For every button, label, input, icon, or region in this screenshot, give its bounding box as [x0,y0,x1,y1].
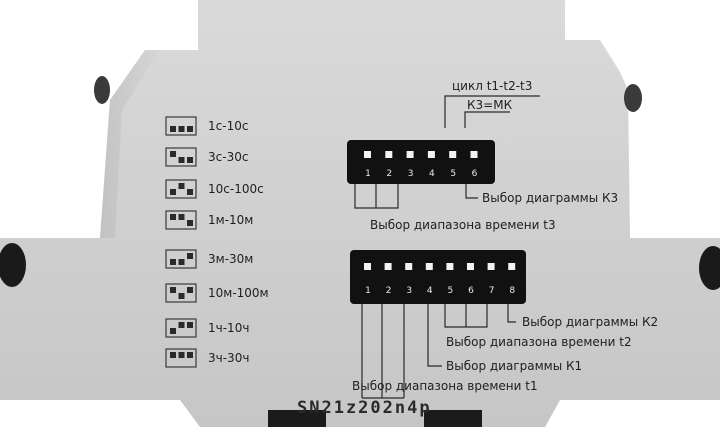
label-range-t3: Выбор диапазона времени t3 [370,218,556,232]
dip-lever [405,263,413,270]
dip-switch-top-levers [364,151,478,158]
dip-position-number: 4 [426,286,433,296]
mounting-hole-left [0,243,26,287]
dip-lever [364,263,371,270]
dip-position-number: 5 [450,169,457,179]
dip-lever [487,263,495,270]
bottom-switch-leader-lines [361,304,516,399]
mounting-hole-right [699,246,720,290]
range-label-1: 1с-10с [208,119,249,133]
label-cycle-t1-t2-t3: цикл t1-t2-t3 [452,79,533,93]
dip-position-number: 2 [386,169,393,179]
legend-dot [187,287,193,293]
dip-lever [427,151,435,158]
dip-lever [508,263,516,270]
dip-lever [364,151,371,158]
dip-lever [406,151,414,158]
dip-lever [470,151,478,158]
dip-lever [446,263,454,270]
dip-position-number: 3 [406,286,413,296]
legend-dot [178,183,185,189]
dip-position-number: 6 [468,286,474,296]
housing-left-edge [100,50,160,238]
legend-dot [178,293,185,299]
dip-lever [385,151,393,158]
legend-dot [178,157,185,163]
legend-dot [187,157,193,163]
range-label-5: 3м-30м [208,252,254,266]
legend-dot [187,189,193,195]
terminal-left [268,410,326,427]
dip-lever [384,263,392,270]
mounting-slot-upper-left [94,76,110,104]
legend-dot [178,126,185,132]
dip-position-number: 2 [385,286,392,296]
dip-position-number: 3 [407,169,414,179]
range-legend-boxes [165,116,197,368]
terminal-right [424,410,482,427]
legend-dot [170,189,176,195]
part-number: SN21z202n4p [297,398,432,418]
range-label-7: 1ч-10ч [208,321,250,335]
dip-lever [449,151,457,158]
label-k3-mk: К3=МК [467,98,513,112]
dip-switch-top-body [347,140,495,184]
legend-dot [178,214,185,220]
dip-position-number: 8 [509,286,516,296]
legend-dot [170,214,176,220]
range-label-3: 10с-100с [208,182,264,196]
legend-dot [170,287,176,293]
dip-lever [425,263,433,270]
dip-position-number: 7 [488,286,495,296]
legend-dot [187,220,193,226]
label-diagram-k3: Выбор диаграммы К3 [482,191,619,205]
range-legend-dots [170,126,193,358]
label-diagram-k1: Выбор диаграммы К1 [446,359,583,373]
dip-switch-bottom-body [350,250,526,304]
legend-dot [187,322,193,328]
range-label-6: 10м-100м [208,286,269,300]
legend-dot [178,322,185,328]
legend-dot [170,328,176,334]
range-label-4: 1м-10м [208,213,254,227]
dip-position-number: 1 [365,286,371,296]
legend-dot [178,259,185,265]
dip-switch-bottom-levers [364,263,516,270]
top-switch-leader-lines [354,95,540,209]
dip-position-number: 5 [447,286,454,296]
legend-dot [170,151,176,157]
legend-dot [170,352,176,358]
mounting-slot-upper-right [624,84,642,112]
legend-dot [178,352,185,358]
range-label-2: 3с-30с [208,150,249,164]
legend-dot [187,126,193,132]
dip-position-number: 1 [365,169,371,179]
legend-dot [187,352,193,358]
legend-dot [170,259,176,265]
range-label-8: 3ч-30ч [208,351,250,365]
dip-position-number: 4 [429,169,435,179]
legend-dot [170,126,176,132]
legend-dot [187,253,193,259]
label-range-t1: Выбор диапазона времени t1 [352,379,538,393]
label-range-t2: Выбор диапазона времени t2 [446,335,632,349]
dip-lever [467,263,474,270]
dip-position-number: 6 [471,169,478,179]
label-diagram-k2: Выбор диаграммы К2 [522,315,659,329]
